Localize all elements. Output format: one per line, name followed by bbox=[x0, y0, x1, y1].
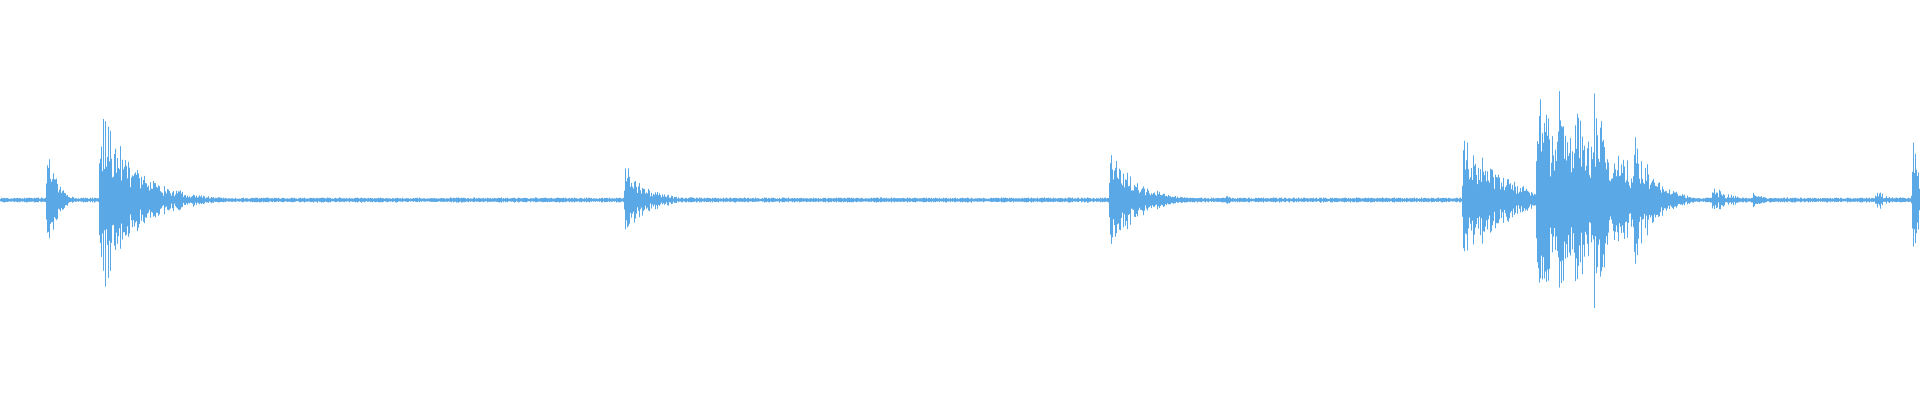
waveform-path bbox=[0, 91, 1920, 308]
waveform-bars bbox=[0, 91, 1920, 308]
